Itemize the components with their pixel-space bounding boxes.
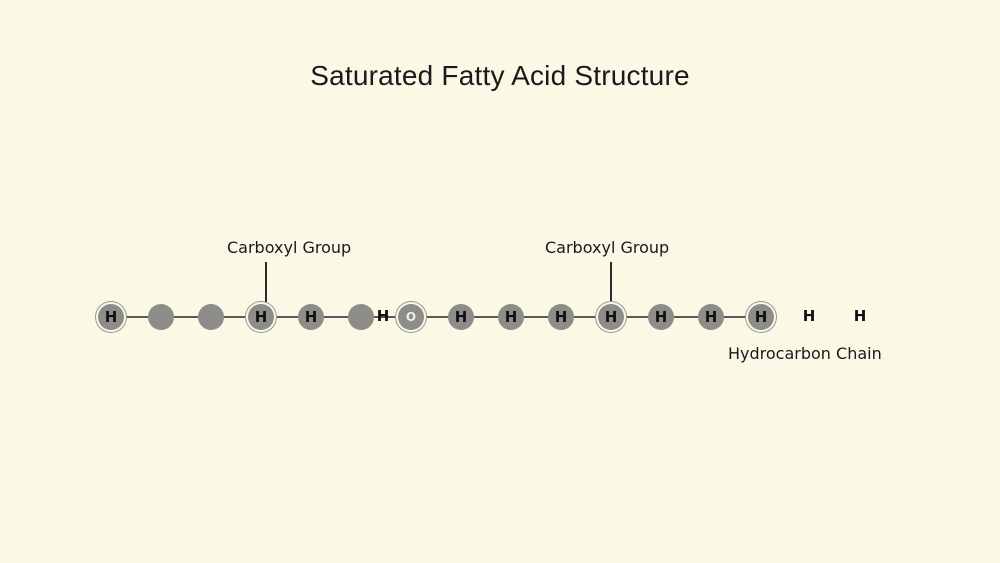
atom-1-symbol: H: [104, 308, 118, 326]
atom-2: [148, 304, 174, 330]
atom-10-symbol: H: [554, 308, 568, 326]
atom-13-symbol: H: [704, 308, 718, 326]
atom-14: H: [748, 304, 774, 330]
atom-oxygen: O: [398, 304, 424, 330]
atom-14-symbol: H: [754, 308, 768, 326]
free-hydrogen-2: H: [802, 307, 816, 325]
atom-6: [348, 304, 374, 330]
atom-12: H: [648, 304, 674, 330]
carboxyl-group-label-2: Carboxyl Group: [545, 238, 670, 257]
atom-12-symbol: H: [654, 308, 668, 326]
atom-4: H: [248, 304, 274, 330]
atom-8: H: [448, 304, 474, 330]
atom-13: H: [698, 304, 724, 330]
atom-1: H: [98, 304, 124, 330]
atom-11-symbol: H: [604, 308, 618, 326]
atom-8-symbol: H: [454, 308, 468, 326]
atom-4-symbol: H: [254, 308, 268, 326]
oxygen-symbol: O: [405, 310, 417, 324]
atom-3: [198, 304, 224, 330]
hydrocarbon-chain-label: Hydrocarbon Chain: [728, 344, 882, 363]
free-hydrogen-3: H: [853, 307, 867, 325]
atom-5: H: [298, 304, 324, 330]
atom-10: H: [548, 304, 574, 330]
atom-9: H: [498, 304, 524, 330]
diagram-title: Saturated Fatty Acid Structure: [310, 60, 690, 91]
atom-9-symbol: H: [504, 308, 518, 326]
carbon-chain-bond: [111, 316, 761, 318]
free-hydrogen-1: H: [376, 307, 390, 325]
atom-11: H: [598, 304, 624, 330]
carboxyl-group-label-1: Carboxyl Group: [227, 238, 352, 257]
carboxyl-pointer-1: [265, 262, 267, 304]
atom-5-symbol: H: [304, 308, 318, 326]
carboxyl-pointer-2: [610, 262, 612, 304]
